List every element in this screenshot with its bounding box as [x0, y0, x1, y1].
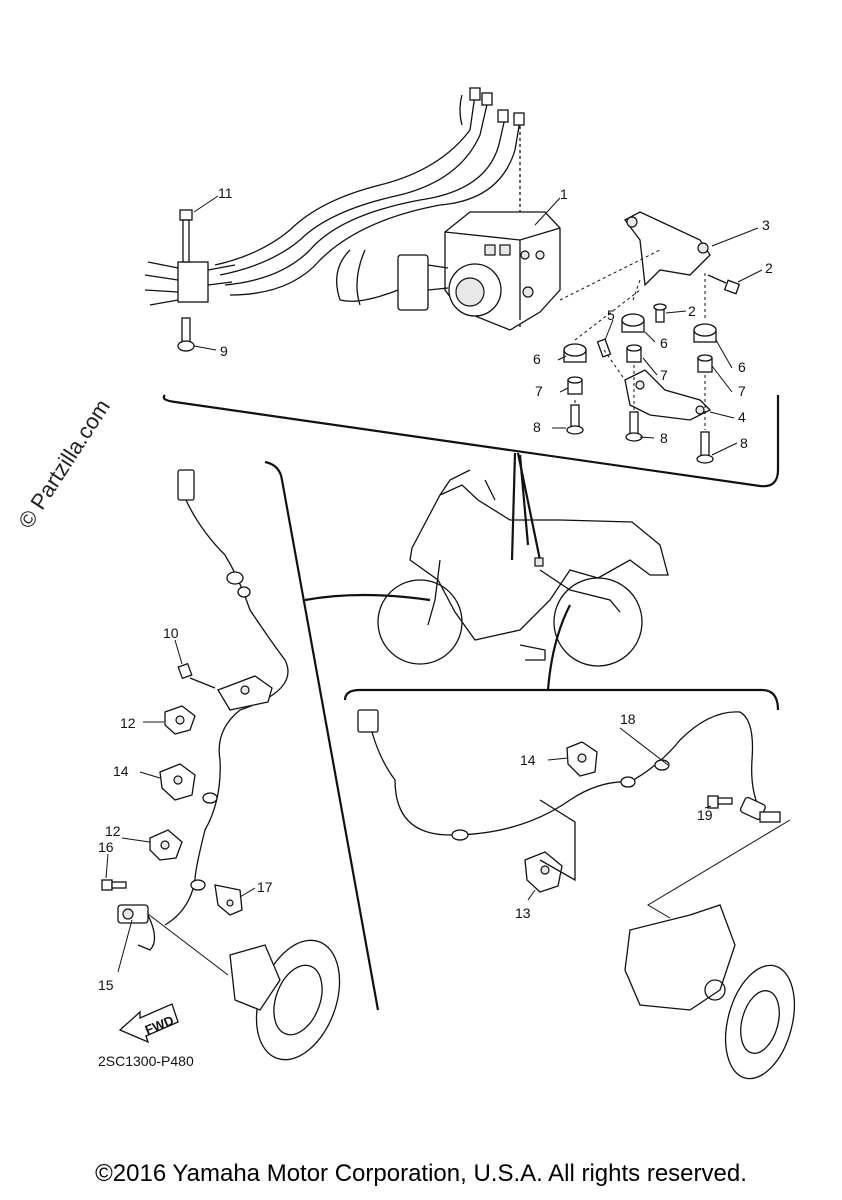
- copyright-notice: ©2016 Yamaha Motor Corporation, U.S.A. A…: [95, 1160, 747, 1187]
- callout-7-left: 7: [535, 383, 543, 399]
- callout-5: 5: [607, 307, 615, 323]
- callout-leaders: [105, 195, 763, 973]
- bolt-5: [596, 338, 626, 381]
- right-panel-border: [343, 688, 780, 711]
- mount-dash-lines: [574, 270, 706, 430]
- front-sensor-lead: [164, 469, 289, 926]
- callout-9: 9: [220, 343, 228, 359]
- clamp-13: [524, 799, 576, 893]
- bolt-19: [707, 795, 733, 809]
- top-panel-border: [162, 394, 780, 488]
- callout-14-left: 14: [113, 763, 129, 779]
- fwd-arrow: FWD: [118, 1003, 179, 1044]
- rear-sensor-lead-18: [357, 709, 761, 841]
- callout-8-left: 8: [533, 419, 541, 435]
- callout-7-middle: 7: [660, 367, 668, 383]
- bolt-8-right: [696, 431, 714, 464]
- callout-12-upper: 12: [120, 715, 136, 731]
- collar-7-right: [697, 354, 713, 373]
- front-wheel-sensor-15: [117, 904, 229, 976]
- grommet-6-left: [563, 343, 587, 363]
- callout-6-middle: 6: [660, 335, 668, 351]
- bolt-11: [179, 209, 193, 263]
- callout-11: 11: [218, 185, 233, 201]
- front-brake-disc: [229, 939, 341, 1061]
- grommet-6-right: [693, 323, 717, 343]
- abs-connector: [336, 249, 449, 311]
- wiring-leads-to-panels: [304, 452, 571, 691]
- clamp-bracket-10: [177, 662, 273, 711]
- bolt-2-lower: [653, 303, 667, 323]
- motorcycle-silhouette: [377, 469, 669, 667]
- bracket-17: [214, 884, 243, 916]
- clamp-14-right: [566, 741, 598, 777]
- bracket-3: [559, 211, 711, 301]
- hose-joint-block: [144, 261, 236, 306]
- callout-1: 1: [560, 186, 568, 202]
- hose-fittings: [469, 87, 525, 126]
- rear-caliper-and-disc: [624, 904, 796, 1080]
- callout-6-right: 6: [738, 359, 746, 375]
- bolt-8-left: [566, 404, 584, 435]
- brake-hose-lines: [214, 94, 521, 330]
- callout-4: 4: [738, 409, 746, 425]
- callout-15: 15: [98, 977, 114, 993]
- callout-2-upper: 2: [765, 260, 773, 276]
- callout-numbers: 1 2 2 3 4 5 6 6 6 7 7 7 8 8 8 9 10 11 12…: [98, 185, 773, 993]
- bolt-9: [177, 317, 195, 352]
- left-panel-border: [264, 460, 380, 1011]
- drawing-code: 2SC1300-P480: [98, 1053, 194, 1069]
- partzilla-watermark: © Partzilla.com: [13, 395, 115, 533]
- grommet-6-middle: [621, 313, 645, 333]
- callout-19: 19: [697, 807, 713, 823]
- callout-14-right: 14: [520, 752, 536, 768]
- callout-18: 18: [620, 711, 636, 727]
- callout-8-middle: 8: [660, 430, 668, 446]
- callout-8-right: 8: [740, 435, 748, 451]
- bolt-16: [101, 879, 127, 891]
- callout-7-right: 7: [738, 383, 746, 399]
- abs-hydraulic-unit: [444, 211, 561, 331]
- callout-3: 3: [762, 217, 770, 233]
- callout-16: 16: [98, 839, 114, 855]
- bolt-2-upper: [707, 274, 741, 295]
- callout-6-left: 6: [533, 351, 541, 367]
- bolt-8-middle: [625, 411, 643, 442]
- rear-wheel-sensor: [647, 796, 791, 919]
- callout-2-lower: 2: [688, 303, 696, 319]
- callout-10: 10: [163, 625, 179, 641]
- clamp-12-upper: [164, 705, 196, 735]
- bike-harness: [427, 557, 621, 626]
- bracket-4: [624, 369, 712, 421]
- collar-7-middle: [626, 344, 642, 363]
- collar-7-left: [567, 376, 583, 395]
- clamp-14-left: [159, 763, 196, 801]
- callout-13: 13: [515, 905, 531, 921]
- clamp-12-lower: [149, 829, 183, 861]
- callout-17: 17: [257, 879, 273, 895]
- callout-12-lower: 12: [105, 823, 121, 839]
